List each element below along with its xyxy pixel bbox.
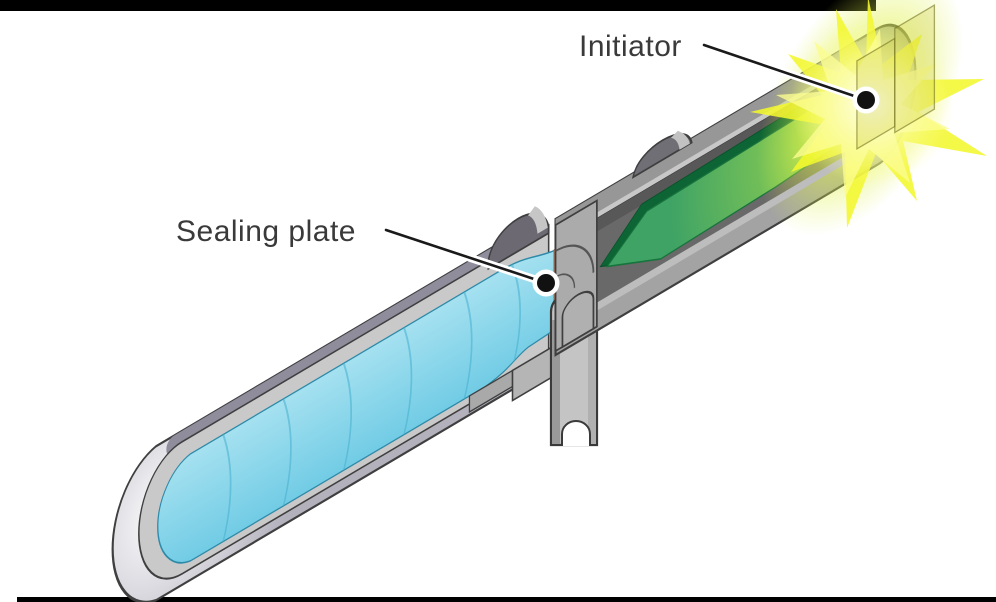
sealing-plate-leader-line [384, 228, 548, 285]
crimp-ring [631, 133, 693, 179]
pipe-arch-opening [561, 290, 595, 349]
stored-gas [157, 249, 557, 564]
initiator-leader-line [702, 43, 868, 102]
gas-bottle-group [111, 206, 560, 602]
crimp-ring-cut-face [670, 130, 690, 150]
outlet-pipe-notch [561, 420, 591, 446]
initiator-label-dot [857, 91, 875, 109]
housing-bottom-cut-face [581, 150, 854, 320]
outlet-pipe-left-shade [552, 320, 560, 444]
initiator-label: Initiator [579, 30, 682, 63]
junction-face-arc-inner [555, 273, 576, 289]
bottom-border-bar [17, 597, 996, 602]
sealing-plate-label: Sealing plate [176, 215, 356, 248]
sealing-plate-label-dot [537, 274, 555, 292]
neck-shoulder-cut-face [528, 206, 548, 234]
top-border-bar [0, 0, 876, 11]
annotation-sealing-plate: Sealing plate [176, 215, 560, 297]
junction-face-arc [555, 244, 595, 274]
annotation-initiator: Initiator [579, 30, 880, 114]
outlet-pipe-right-shade [588, 318, 596, 444]
initiator-cap [894, 3, 936, 134]
